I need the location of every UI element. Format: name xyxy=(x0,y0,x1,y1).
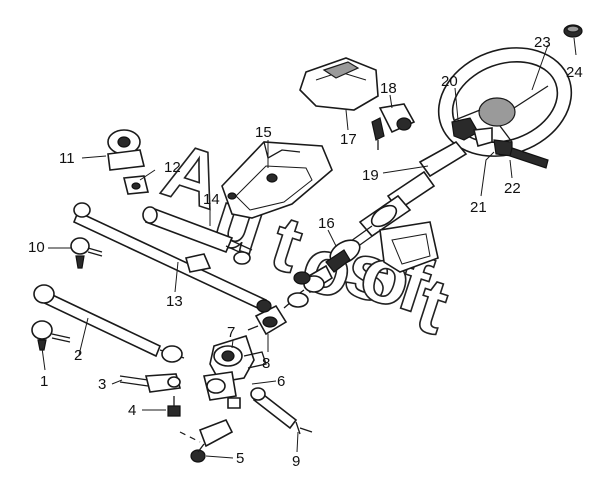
label-13: 13 xyxy=(166,293,183,310)
leader-lines xyxy=(41,37,577,459)
column-cover xyxy=(299,57,379,111)
label-4: 4 xyxy=(128,402,136,419)
label-24: 24 xyxy=(566,64,583,81)
steering-damper xyxy=(142,206,253,265)
label-3: 3 xyxy=(98,376,106,393)
mounting-bolt xyxy=(167,396,181,417)
ignition-lock xyxy=(371,103,416,150)
label-15: 15 xyxy=(255,124,272,141)
label-11: 11 xyxy=(59,150,75,167)
label-8: 8 xyxy=(262,355,270,372)
label-6: 6 xyxy=(277,373,285,390)
label-5: 5 xyxy=(236,450,244,467)
horn-cap xyxy=(563,24,583,38)
intermediate-joint xyxy=(283,239,361,309)
steering-gearbox xyxy=(203,335,267,409)
label-2: 2 xyxy=(74,347,82,364)
label-14: 14 xyxy=(203,191,220,208)
label-10: 10 xyxy=(28,239,45,256)
label-1: 1 xyxy=(40,373,48,390)
tie-rod-end-lower xyxy=(31,320,71,351)
wiper-stalk xyxy=(493,139,549,169)
column-bracket-plate xyxy=(379,221,439,273)
label-22: 22 xyxy=(504,180,521,197)
label-23: 23 xyxy=(534,34,551,51)
tie-rod-end-upper xyxy=(70,237,103,269)
damper-mount xyxy=(107,129,145,171)
label-18: 18 xyxy=(380,80,397,97)
label-9: 9 xyxy=(292,453,300,470)
label-19: 19 xyxy=(362,167,379,184)
lower-tie-rod xyxy=(33,284,185,363)
label-7: 7 xyxy=(227,324,235,341)
label-16: 16 xyxy=(318,215,335,232)
center-tie-rod xyxy=(72,202,272,313)
callouts: 1 2 3 4 5 6 7 8 9 10 11 12 13 14 15 16 1… xyxy=(28,34,583,470)
combination-switch xyxy=(451,117,493,147)
pitman-arm xyxy=(179,418,234,463)
universal-joint xyxy=(247,304,288,336)
idler-arm xyxy=(119,373,182,393)
label-12: 12 xyxy=(164,159,181,176)
label-17: 17 xyxy=(340,131,357,148)
label-20: 20 xyxy=(441,73,458,90)
label-21: 21 xyxy=(470,199,487,216)
damper-bracket xyxy=(122,175,150,195)
steering-column xyxy=(343,140,468,253)
drag-link xyxy=(250,387,313,435)
column-mounting-bracket xyxy=(221,141,333,219)
